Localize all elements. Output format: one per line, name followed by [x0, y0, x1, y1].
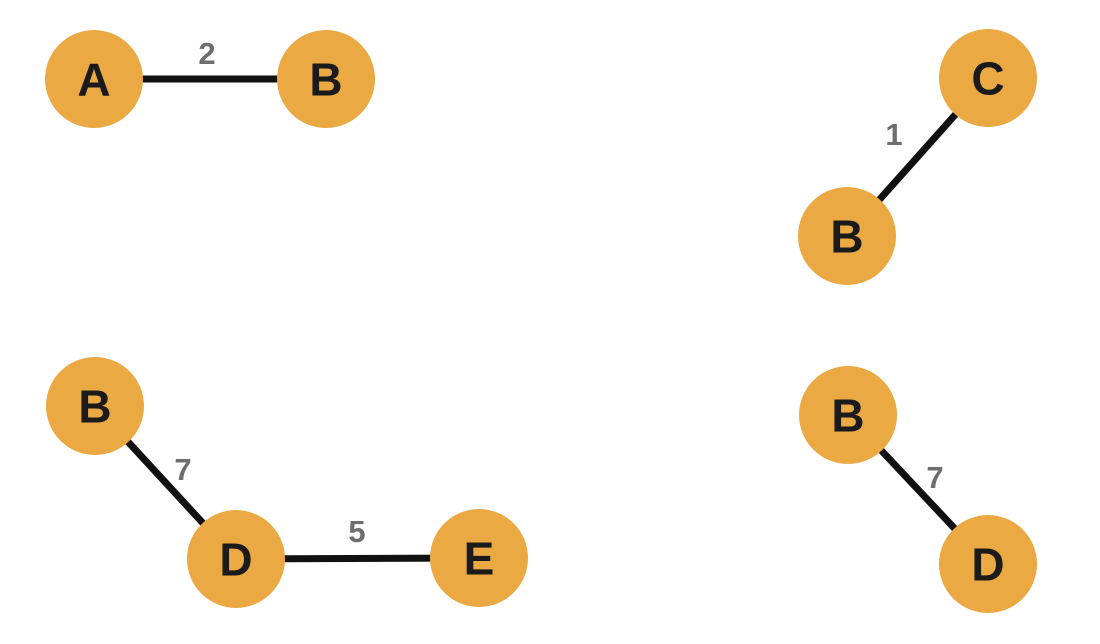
graph-node [798, 187, 896, 285]
graph-node-label: C [971, 53, 1004, 105]
graph-node [277, 30, 375, 128]
graph-node-label: E [464, 533, 495, 585]
graph-node [430, 509, 528, 607]
edge-weight-label: 7 [926, 460, 943, 495]
graph-node-label: D [971, 539, 1004, 591]
graph-node [46, 357, 144, 455]
graph-node-label: B [831, 390, 864, 442]
graph-node [187, 510, 285, 608]
edge-weight-label: 7 [174, 452, 191, 487]
graph-component: 7 5 B D E [46, 357, 528, 608]
graph-node-label: B [78, 381, 111, 433]
graph-component: 2A B [45, 30, 375, 128]
edge-weight-label: 1 [885, 117, 902, 152]
graph-node [799, 366, 897, 464]
graph-node [939, 29, 1037, 127]
graph-node [939, 515, 1037, 613]
graph-component: 1B C [798, 29, 1037, 285]
graph-node-label: A [77, 54, 110, 106]
edge-weight-label: 5 [348, 514, 365, 549]
graph-component: 7 B D [799, 366, 1037, 613]
edge-weight-label: 2 [198, 36, 215, 71]
graph-node-label: B [309, 54, 342, 106]
graph-node-label: B [830, 211, 863, 263]
graph-node-label: D [219, 534, 252, 586]
graph-node [45, 30, 143, 128]
